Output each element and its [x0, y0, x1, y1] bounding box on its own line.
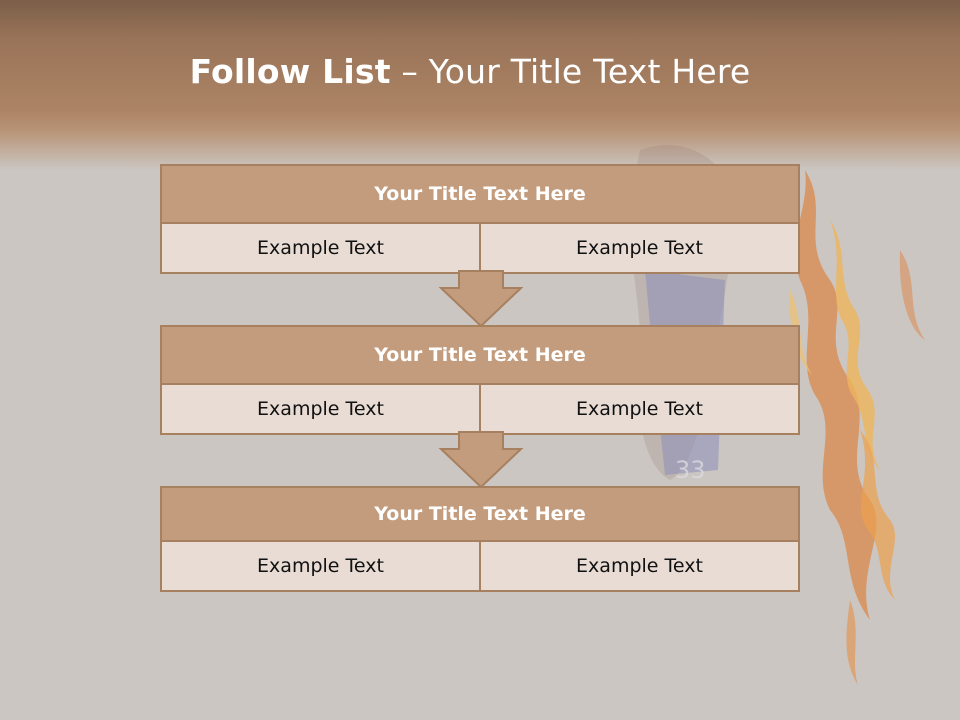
down-arrow-icon	[438, 270, 524, 328]
step-title: Your Title Text Here	[162, 488, 798, 542]
step-cell-right: Example Text	[479, 385, 798, 433]
step-cell-right: Example Text	[479, 542, 798, 590]
step-box-3: Your Title Text Here Example Text Exampl…	[160, 486, 800, 592]
step-cell-left: Example Text	[257, 398, 384, 420]
slide-title-bold: Follow List	[189, 52, 391, 91]
step-row: Example Text Example Text	[162, 385, 798, 433]
step-cell-right: Example Text	[479, 224, 798, 272]
slide-title-rest: – Your Title Text Here	[401, 52, 751, 91]
step-cell-left: Example Text	[257, 237, 384, 259]
header-band	[0, 0, 960, 170]
step-box-1: Your Title Text Here Example Text Exampl…	[160, 164, 800, 274]
step-cell-left: Example Text	[257, 555, 384, 577]
step-title: Your Title Text Here	[162, 327, 798, 385]
slide-title: Follow List – Your Title Text Here	[0, 52, 940, 91]
jersey-number: 33	[675, 456, 706, 484]
step-box-2: Your Title Text Here Example Text Exampl…	[160, 325, 800, 435]
down-arrow-icon	[438, 431, 524, 489]
step-title: Your Title Text Here	[162, 166, 798, 224]
flames	[789, 170, 925, 685]
step-row: Example Text Example Text	[162, 224, 798, 272]
step-row: Example Text Example Text	[162, 542, 798, 590]
